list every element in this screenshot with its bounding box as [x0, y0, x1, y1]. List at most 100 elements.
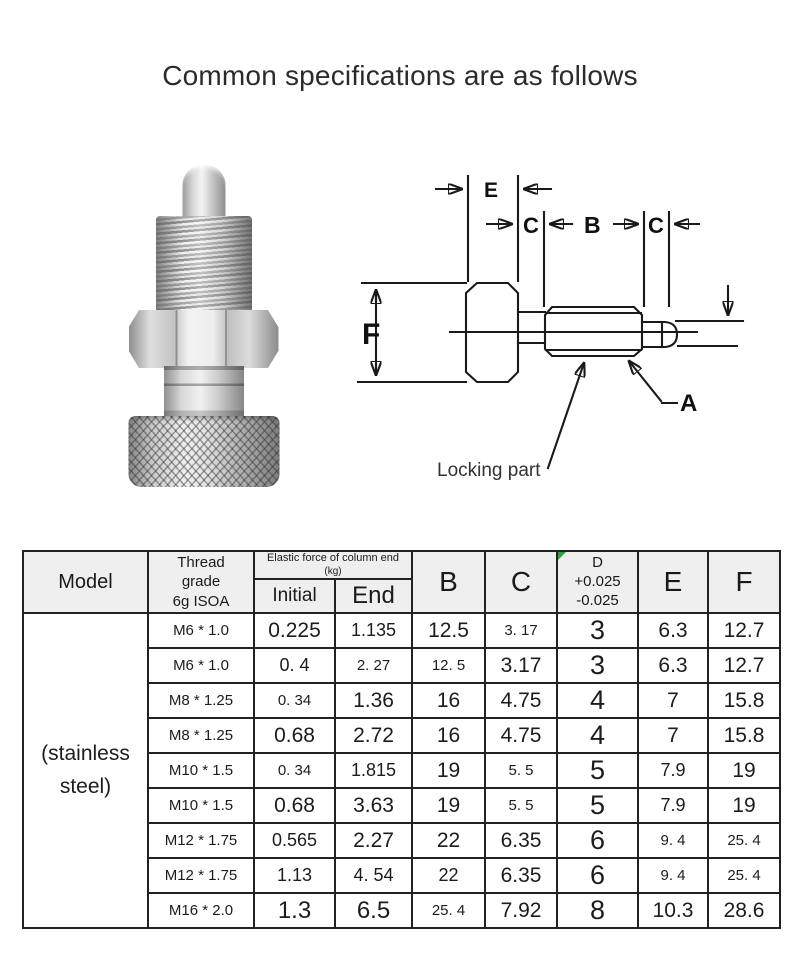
cell-value: 6.35 [484, 822, 558, 860]
cell-value: 3.17 [484, 647, 558, 685]
col-header-model: Model [22, 549, 149, 615]
cell-value: 19 [707, 752, 781, 790]
cell-value: 1.13 [253, 857, 336, 895]
cell-value: 6 [556, 857, 639, 895]
cell-value: 6 [556, 822, 639, 860]
cell-value: 0.225 [253, 612, 336, 650]
cell-value: 4 [556, 717, 639, 755]
col-header-b: B [411, 549, 486, 615]
cell-value: 6.3 [637, 647, 709, 685]
cell-value: 1.36 [334, 682, 413, 720]
cell-value: 12.7 [707, 647, 781, 685]
cell-value: 5. 5 [484, 752, 558, 790]
cell-thread-grade: M8 * 1.25 [147, 682, 255, 720]
cell-value: 8 [556, 892, 639, 930]
cell-thread-grade: M10 * 1.5 [147, 752, 255, 790]
cell-value: 6.3 [637, 612, 709, 650]
cell-value: 5 [556, 787, 639, 825]
dim-label-f: F [362, 318, 380, 351]
cell-thread-grade: M16 * 2.0 [147, 892, 255, 930]
cell-value: 25. 4 [411, 892, 486, 930]
col-header-d: D +0.025 -0.025 [556, 549, 639, 615]
cell-value: 6.35 [484, 857, 558, 895]
photo-hex-nut [128, 310, 279, 368]
spec-table: Model Thread grade 6g ISOA Elastic force… [22, 549, 781, 930]
cell-value: 28.6 [707, 892, 781, 930]
cell-value: 1.135 [334, 612, 413, 650]
cell-value: 7 [637, 717, 709, 755]
cell-thread-grade: M12 * 1.75 [147, 857, 255, 895]
dim-label-a: A [680, 390, 697, 417]
dim-e-group: E [434, 174, 553, 283]
dim-label-b: B [584, 212, 601, 238]
cell-value: 5 [556, 752, 639, 790]
thread-header-line: 6g ISOA [172, 592, 230, 610]
cell-value: 4.75 [484, 682, 558, 720]
d-header-line: D [592, 554, 603, 571]
cell-value: 4 [556, 682, 639, 720]
cell-thread-grade: M6 * 1.0 [147, 612, 255, 650]
dim-label-c1: C [523, 213, 539, 238]
cell-thread-grade: M8 * 1.25 [147, 717, 255, 755]
cell-value: 19 [411, 752, 486, 790]
locking-part-callout: Locking part [437, 363, 584, 481]
d-header-line: -0.025 [576, 591, 619, 609]
technical-drawing: F E C B C A [356, 174, 745, 481]
cell-value: 7 [637, 682, 709, 720]
thread-header-line: Thread [177, 553, 225, 571]
cell-value: 0. 34 [253, 752, 336, 790]
elastic-header-line: Elastic force of column end [266, 552, 400, 564]
cell-value: 2.27 [334, 822, 413, 860]
cell-value: 3.63 [334, 787, 413, 825]
cell-value: 4.75 [484, 717, 558, 755]
col-header-thread-grade: Thread grade 6g ISOA [147, 549, 255, 615]
cell-value: 3 [556, 647, 639, 685]
pin-tip [660, 320, 679, 349]
cell-value: 12. 5 [411, 647, 486, 685]
cell-value: 7.9 [637, 752, 709, 790]
cell-value: 0.565 [253, 822, 336, 860]
d-header-line: +0.025 [574, 572, 621, 590]
col-header-e: E [637, 549, 709, 615]
product-photo [128, 165, 279, 487]
cell-value: 9. 4 [637, 822, 709, 860]
cell-value: 22 [411, 857, 486, 895]
col-header-c: C [484, 549, 558, 615]
cell-value: 2.72 [334, 717, 413, 755]
col-header-elastic-force: Elastic force of column end (kg) [253, 549, 413, 581]
cell-value: 0. 34 [253, 682, 336, 720]
locking-body-outline [543, 305, 644, 358]
dim-f-group: F [356, 281, 468, 384]
cell-value: 7.9 [637, 787, 709, 825]
cell-thread-grade: M12 * 1.75 [147, 822, 255, 860]
cell-value: 5. 5 [484, 787, 558, 825]
dim-cbc-group: C B C [485, 210, 701, 308]
knob-outline [464, 281, 520, 384]
col-header-f: F [707, 549, 781, 615]
cell-value: 16 [411, 682, 486, 720]
photo-neck [163, 366, 244, 418]
photo-plunger-pin [182, 165, 225, 221]
cell-value: 15.8 [707, 717, 781, 755]
cell-value: 25. 4 [707, 822, 781, 860]
model-cell-line: steel) [59, 774, 112, 798]
cell-value: 0.68 [253, 717, 336, 755]
cell-value: 1.815 [334, 752, 413, 790]
green-corner-mark [559, 553, 566, 560]
cell-value: 7.92 [484, 892, 558, 930]
col-header-end: End [334, 578, 413, 615]
cell-thread-grade: M6 * 1.0 [147, 647, 255, 685]
dim-label-c2: C [648, 213, 664, 238]
cell-value: 12.7 [707, 612, 781, 650]
col-header-initial: Initial [253, 578, 336, 615]
cell-value: 19 [411, 787, 486, 825]
